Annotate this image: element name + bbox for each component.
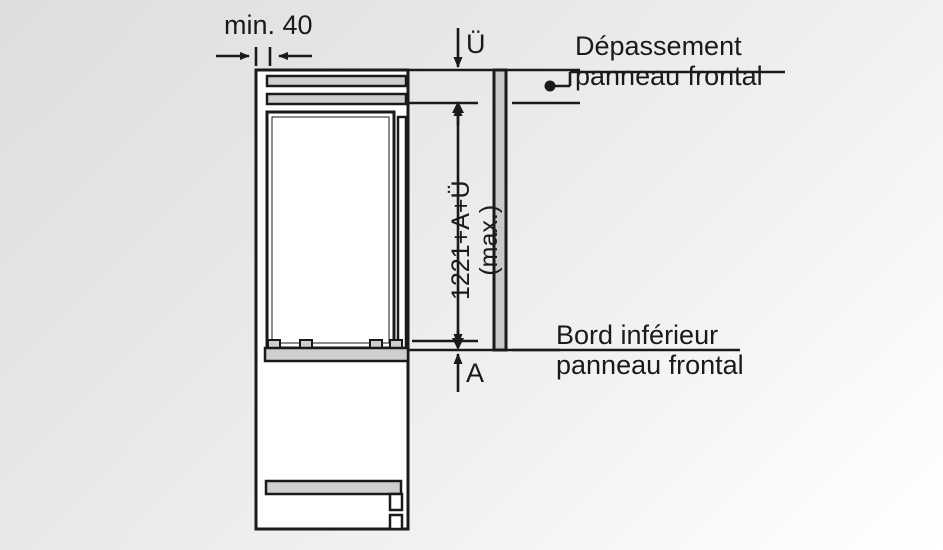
- total-height-label: 1221+A+Ü (max.): [447, 180, 503, 300]
- lower-edge-callout: Bord inférieur panneau frontal: [556, 320, 744, 380]
- total-height-line-1: 1221+A+Ü: [447, 180, 475, 300]
- freezer-compartment: [264, 479, 404, 531]
- total-height-line-2: (max.): [474, 204, 503, 276]
- min-clearance-label: min. 40: [224, 10, 313, 40]
- top-reference-lines: [408, 68, 580, 105]
- overhang-callout-leader: [544, 70, 785, 92]
- overhang-callout: Dépassement panneau frontal: [575, 31, 763, 91]
- overhang-callout-line-2: panneau frontal: [575, 61, 763, 92]
- fridge-compartment: [265, 74, 408, 350]
- compartment-divider: [263, 339, 410, 363]
- lower-edge-callout-line-1: Bord inférieur: [556, 320, 719, 350]
- gap-symbol-label: A: [466, 358, 485, 388]
- lower-edge-callout-line-2: panneau frontal: [556, 350, 744, 381]
- overhang-symbol-label: Ü: [466, 29, 486, 59]
- arrow-up-icon: [452, 101, 464, 113]
- bottom-reference-lines: [408, 339, 560, 352]
- overhang-callout-line-1: Dépassement: [575, 31, 742, 61]
- min-40-dimension: [216, 47, 312, 66]
